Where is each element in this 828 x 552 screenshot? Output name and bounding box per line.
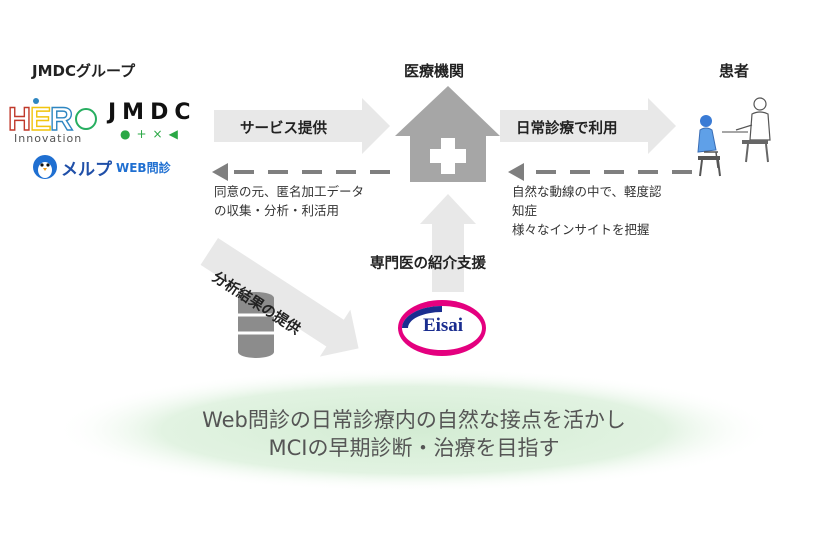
anonymized-data-note: 同意の元、匿名加工データ の収集・分析・利活用 xyxy=(214,182,364,220)
hero-sub-label: Innovation xyxy=(14,132,83,145)
medical-institution-heading: 医療機関 xyxy=(404,62,465,80)
dashed-arrow-left xyxy=(212,163,390,181)
insight-note-line3: 様々なインサイトを把握 xyxy=(512,222,650,237)
anon-note-line2: の収集・分析・利活用 xyxy=(214,203,340,218)
anon-note-line1: 同意の元、匿名加工データ xyxy=(214,184,365,199)
melp-logo: メルプ WEB問診 xyxy=(32,152,171,182)
service-arrow-label: サービス提供 xyxy=(240,121,327,137)
insight-note-line2: 知症 xyxy=(512,203,538,218)
svg-text:H: H xyxy=(8,101,31,137)
hero-innovation-logo: H E R Innovation xyxy=(6,96,98,148)
service-arrow xyxy=(214,98,390,154)
daily-use-arrow xyxy=(500,98,676,154)
database-icon xyxy=(238,292,274,358)
insight-note-line1: 自然な動線の中で、軽度認 xyxy=(512,184,662,199)
specialist-up-arrow xyxy=(420,194,476,292)
svg-text:R: R xyxy=(50,101,73,137)
hero-logo-icon: H E R xyxy=(7,98,97,138)
specialist-arrow-label: 専門医の紹介支援 xyxy=(370,256,486,272)
jmdc-logo: JMDC ●+×◀ xyxy=(108,100,194,141)
patient-heading: 患者 xyxy=(719,62,750,80)
melp-label: メルプ xyxy=(61,159,112,180)
jmdc-logo-text: JMDC xyxy=(108,100,197,125)
insight-note: 自然な動線の中で、軽度認 知症 様々なインサイトを把握 xyxy=(512,182,662,239)
dashed-arrow-patient xyxy=(508,163,692,181)
footer-line-2: MCIの早期診断・治療を目指す xyxy=(268,436,560,460)
footer-line-1: Web問診の日常診療内の自然な接点を活かし xyxy=(202,408,626,432)
patient-doctor-icon xyxy=(697,97,771,177)
penguin-icon xyxy=(33,155,57,179)
jmdc-logo-symbols: ●+×◀ xyxy=(120,127,184,141)
eisai-logo xyxy=(398,300,486,356)
analysis-diagonal-arrow xyxy=(200,238,359,357)
eisai-logo-text: Eisai xyxy=(422,315,464,336)
daily-use-arrow-label: 日常診療で利用 xyxy=(516,121,618,137)
hospital-house-icon xyxy=(395,86,500,182)
svg-text:E: E xyxy=(30,101,51,137)
melp-web-label: WEB問診 xyxy=(116,160,171,175)
jmdc-group-heading: JMDCグループ xyxy=(32,62,136,80)
